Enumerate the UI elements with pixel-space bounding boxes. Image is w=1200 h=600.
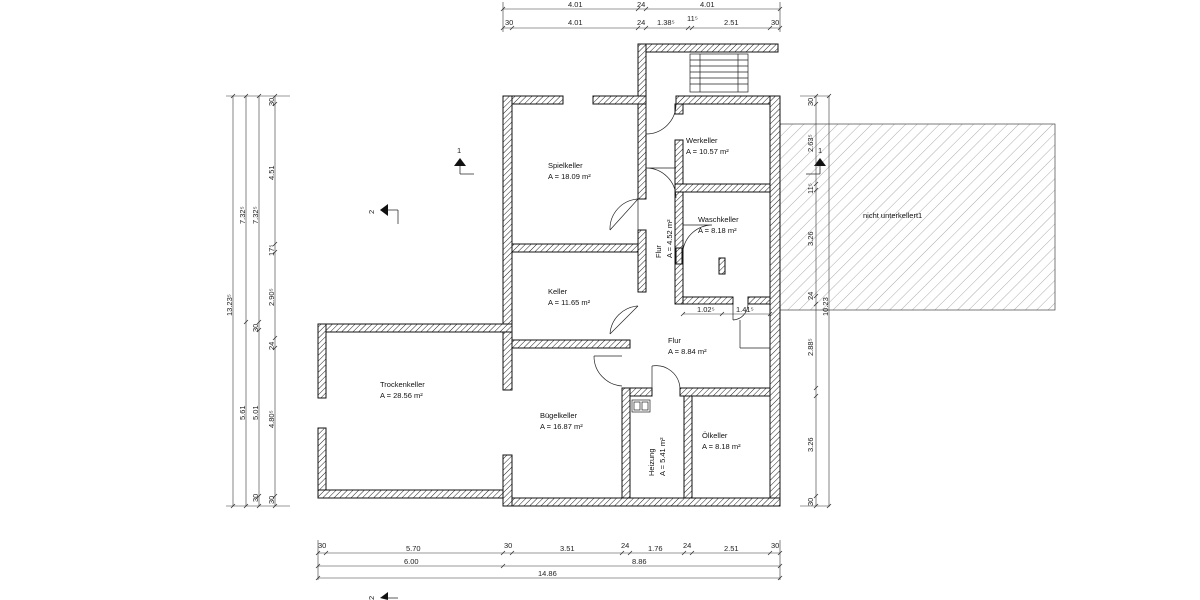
dimensions-left: 13.23⁵ 7.32⁵ 5.61 7.32⁵ 30 5.01 30 30 4.… (225, 93, 290, 509)
room-keller-name: Keller (548, 287, 568, 296)
room-labels: Spielkeller A = 18.09 m² Werkeller A = 1… (380, 136, 741, 476)
room-flur-upper-area: A = 4.52 m² (665, 219, 674, 258)
dimensions-right: 30 2.63⁵ 11⁵ 3.26 24 2.88⁵ 3.26 30 10.23 (800, 93, 832, 509)
dim-bot-1f: 1.76 (648, 544, 663, 553)
room-heizung-area: A = 5.41 m² (658, 437, 667, 476)
dim-left-4d: 2.90⁵ (267, 288, 276, 306)
dim-top-2g: 30 (771, 18, 779, 27)
dim-bot-1c: 30 (504, 541, 512, 550)
inner-dim-2: 1.41⁵ (736, 305, 754, 314)
section-mark-2-left: 2 (367, 204, 399, 224)
section-mark-1-right: 1 (806, 146, 826, 175)
dim-bot-2a: 6.00 (404, 557, 419, 566)
heater-unit (631, 399, 651, 413)
section-2-label: 2 (367, 210, 376, 214)
dim-top-2d: 1.38⁵ (657, 18, 675, 27)
room-oelkeller-name: Ölkeller (702, 431, 728, 440)
dim-top-2f: 2.51 (724, 18, 739, 27)
room-buegelkeller-area: A = 16.87 m² (540, 422, 583, 431)
dim-right-1c: 11⁵ (806, 183, 815, 194)
inner-dimension: 1.02⁵ 1.41⁵ (680, 305, 773, 349)
room-heizung-name: Heizung (647, 448, 656, 476)
walls (317, 43, 781, 507)
dim-left-3b: 30 (251, 324, 260, 332)
unexcavated-area-label: nicht unterkellert1 (863, 211, 922, 220)
room-spielkeller-name: Spielkeller (548, 161, 583, 170)
dim-bot-1i: 30 (771, 541, 779, 550)
dim-left-4b: 4.51 (267, 165, 276, 180)
room-waschkeller-area: A = 8.18 m² (698, 226, 737, 235)
room-waschkeller-name: Waschkeller (698, 215, 739, 224)
room-buegelkeller-name: Bügelkeller (540, 411, 578, 420)
dim-top-1b: 24 (637, 0, 645, 9)
dim-right-1g: 3.26 (806, 437, 815, 452)
dim-left-4f: 4.80⁵ (267, 410, 276, 428)
inner-dim-1: 1.02⁵ (697, 305, 715, 314)
dimensions-bottom: 30 5.70 30 3.51 24 1.76 24 2.51 30 6.00 … (315, 540, 783, 581)
room-flur-lower-name: Flur (668, 336, 681, 345)
section-1-right-label: 1 (818, 146, 822, 155)
dim-bot-1b: 5.70 (406, 544, 421, 553)
room-trockenkeller-area: A = 28.56 m² (380, 391, 423, 400)
dim-left-2a: 7.32⁵ (238, 206, 247, 224)
dim-top-2c: 24 (637, 18, 645, 27)
dimensions-top: 4.01 24 4.01 30 4.01 24 1.38⁵ 11⁵ 2.51 3… (500, 0, 783, 32)
stairs (689, 53, 749, 93)
dim-right-1h: 30 (806, 498, 815, 506)
room-werkeller-name: Werkeller (686, 136, 718, 145)
unexcavated-area (779, 123, 1056, 311)
dim-top-1a: 4.01 (568, 0, 583, 9)
dim-left-3a: 7.32⁵ (251, 206, 260, 224)
section-2-bottom-label: 2 (367, 596, 376, 600)
dim-bot-2b: 8.86 (632, 557, 647, 566)
room-werkeller-area: A = 10.57 m² (686, 147, 729, 156)
room-flur-lower-area: A = 8.84 m² (668, 347, 707, 356)
dim-right-1a: 30 (806, 98, 815, 106)
dim-left-4a: 30 (267, 98, 276, 106)
dim-bot-1h: 2.51 (724, 544, 739, 553)
dim-top-2a: 30 (505, 18, 513, 27)
dim-top-1c: 4.01 (700, 0, 715, 9)
dim-bot-1e: 24 (621, 541, 629, 550)
dim-left-4g: 30 (267, 496, 276, 504)
dim-bot-1a: 30 (318, 541, 326, 550)
room-flur-upper-name: Flur (654, 245, 663, 258)
doors (593, 103, 749, 389)
dim-top-2b: 4.01 (568, 18, 583, 27)
section-1-label: 1 (457, 146, 461, 155)
dim-bot-1g: 24 (683, 541, 691, 550)
dim-left-2b: 5.61 (238, 405, 247, 420)
dim-left-1a: 13.23⁵ (225, 294, 234, 316)
dim-left-3d: 30 (251, 494, 260, 502)
dim-right-1e: 24 (806, 292, 815, 300)
dim-right-2a: 10.23 (821, 297, 830, 316)
dim-right-1f: 2.88⁵ (806, 338, 815, 356)
dim-bot-1d: 3.51 (560, 544, 575, 553)
dim-left-4e: 24 (267, 342, 276, 350)
dim-bot-3a: 14.86 (538, 569, 557, 578)
room-spielkeller-area: A = 18.09 m² (548, 172, 591, 181)
dim-left-4c: 17⁵ (267, 245, 276, 256)
room-keller-area: A = 11.65 m² (548, 298, 591, 307)
dim-top-2e: 11⁵ (687, 14, 698, 23)
dim-left-3c: 5.01 (251, 405, 260, 420)
section-mark-2-bottom: 2 (367, 592, 398, 600)
section-mark-1-top: 1 (454, 146, 474, 175)
room-trockenkeller-name: Trockenkeller (380, 380, 425, 389)
room-oelkeller-area: A = 8.18 m² (702, 442, 741, 451)
dim-right-1b: 2.63⁵ (806, 134, 815, 152)
dim-right-1d: 3.26 (806, 231, 815, 246)
